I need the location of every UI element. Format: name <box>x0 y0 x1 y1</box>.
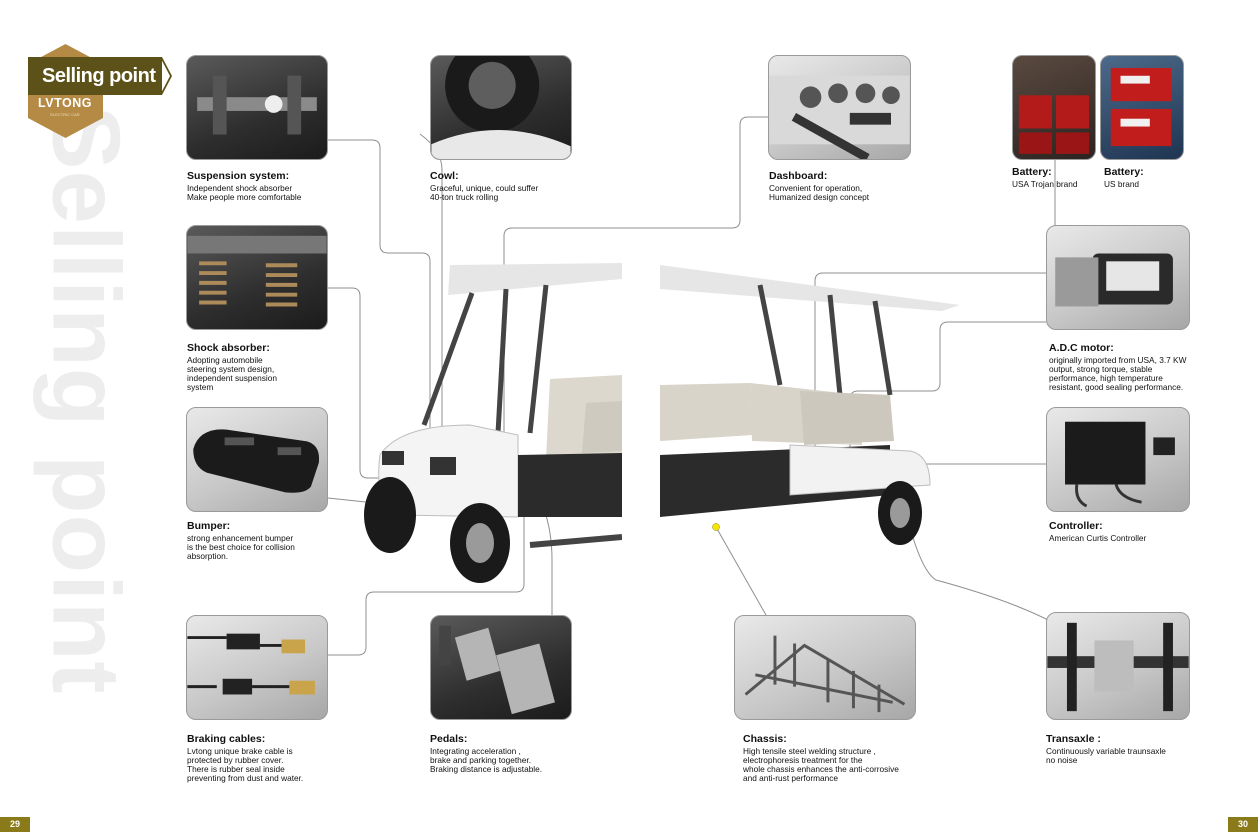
feature-battery-us: Battery: US brand <box>1104 166 1144 189</box>
feature-line: is the best choice for collision <box>187 542 295 552</box>
bumper-photo <box>186 407 328 512</box>
transaxle-photo <box>1046 612 1190 720</box>
adc-motor-photo <box>1046 225 1190 330</box>
feature-line: brake and parking together. <box>430 755 532 765</box>
feature-braking-cables: Braking cables: Lvtong unique brake cabl… <box>187 733 303 783</box>
cowl-photo <box>430 55 572 160</box>
page-number-left: 29 <box>0 817 30 832</box>
feature-line: preventing from dust and water. <box>187 773 304 783</box>
feature-title: A.D.C motor: <box>1049 342 1114 354</box>
feature-line: US brand <box>1104 179 1140 189</box>
section-label: Selling point <box>28 57 162 95</box>
feature-line: American Curtis Controller <box>1049 533 1147 543</box>
feature-line: electrophoresis treatment for the <box>743 755 863 765</box>
feature-line: system <box>187 382 214 392</box>
battery-us-photo <box>1100 55 1184 160</box>
feature-title: Pedals: <box>430 733 468 745</box>
controller-photo <box>1046 407 1190 512</box>
feature-chassis: Chassis: High tensile steel welding stru… <box>743 733 899 783</box>
feature-line: strong enhancement bumper <box>187 533 294 543</box>
feature-pedals: Pedals: Integrating acceleration , brake… <box>430 733 542 774</box>
feature-line: Graceful, unique, could suffer <box>430 183 539 193</box>
feature-line: Make people more comfortable <box>187 192 302 202</box>
feature-controller: Controller: American Curtis Controller <box>1049 520 1146 543</box>
feature-line: absorption. <box>187 551 229 561</box>
feature-line: Braking distance is adjustable. <box>430 764 543 774</box>
feature-shock-absorber: Shock absorber: Adopting automobile stee… <box>187 342 277 392</box>
feature-line: 40-ton truck rolling <box>430 192 499 202</box>
feature-transaxle: Transaxle : Continuously variable trauns… <box>1046 733 1166 765</box>
brand-logo: LVTONG <box>38 96 92 110</box>
feature-suspension: Suspension system: Independent shock abs… <box>187 170 301 202</box>
feature-line: originally imported from USA, 3.7 KW <box>1049 355 1187 365</box>
suspension-photo <box>186 55 328 160</box>
dashboard-photo <box>768 55 911 160</box>
feature-line: Humanized design concept <box>769 192 870 202</box>
page-number-right: 30 <box>1228 817 1258 832</box>
feature-line: output, strong torque, stable <box>1049 364 1153 374</box>
feature-line: performance, high temperature <box>1049 373 1163 383</box>
feature-line: Lvtong unique brake cable is <box>187 746 293 756</box>
watermark-selling-point: Selling point <box>32 105 140 695</box>
feature-title: Suspension system: <box>187 170 290 182</box>
brand-tagline: ELECTRIC CAR <box>50 112 80 117</box>
feature-line: steering system design, <box>187 364 275 374</box>
feature-title: Controller: <box>1049 520 1103 532</box>
feature-line: There is rubber seal inside <box>187 764 285 774</box>
feature-title: Battery: <box>1012 166 1052 178</box>
feature-line: whole chassis enhances the anti-corrosiv… <box>743 764 899 774</box>
feature-line: Independent shock absorber <box>187 183 293 193</box>
golf-cart-front-illustration <box>364 263 622 583</box>
section-arrow-icon <box>160 57 172 95</box>
feature-title: Chassis: <box>743 733 787 745</box>
feature-line: Continuously variable traunsaxle <box>1046 746 1166 756</box>
feature-title: Braking cables: <box>187 733 266 745</box>
feature-line: High tensile steel welding structure , <box>743 746 876 756</box>
pedals-photo <box>430 615 572 720</box>
shock-absorber-photo <box>186 225 328 330</box>
golf-cart-rear-illustration <box>660 265 960 545</box>
chassis-photo <box>734 615 916 720</box>
feature-cowl: Cowl: Graceful, unique, could suffer 40-… <box>430 170 538 202</box>
feature-adc-motor: A.D.C motor: originally imported from US… <box>1049 342 1186 392</box>
feature-dashboard: Dashboard: Convenient for operation, Hum… <box>769 170 869 202</box>
feature-title: Cowl: <box>430 170 459 182</box>
feature-line: independent suspension <box>187 373 277 383</box>
feature-battery-trojan: Battery: USA Trojan brand <box>1012 166 1078 189</box>
feature-title: Dashboard: <box>769 170 828 182</box>
braking-cables-photo <box>186 615 328 720</box>
feature-line: USA Trojan brand <box>1012 179 1078 189</box>
feature-bumper: Bumper: strong enhancement bumper is the… <box>187 520 295 561</box>
feature-line: Convenient for operation, <box>769 183 863 193</box>
feature-title: Battery: <box>1104 166 1144 178</box>
battery-trojan-photo <box>1012 55 1096 160</box>
feature-line: and anti-rust performance <box>743 773 839 783</box>
feature-line: Adopting automobile <box>187 355 263 365</box>
feature-line: Integrating acceleration , <box>430 746 521 756</box>
feature-title: Transaxle : <box>1046 733 1101 745</box>
feature-line: protected by rubber cover. <box>187 755 284 765</box>
feature-line: no noise <box>1046 755 1078 765</box>
feature-title: Shock absorber: <box>187 342 270 354</box>
feature-title: Bumper: <box>187 520 231 532</box>
feature-line: resistant, good sealing performance. <box>1049 382 1184 392</box>
